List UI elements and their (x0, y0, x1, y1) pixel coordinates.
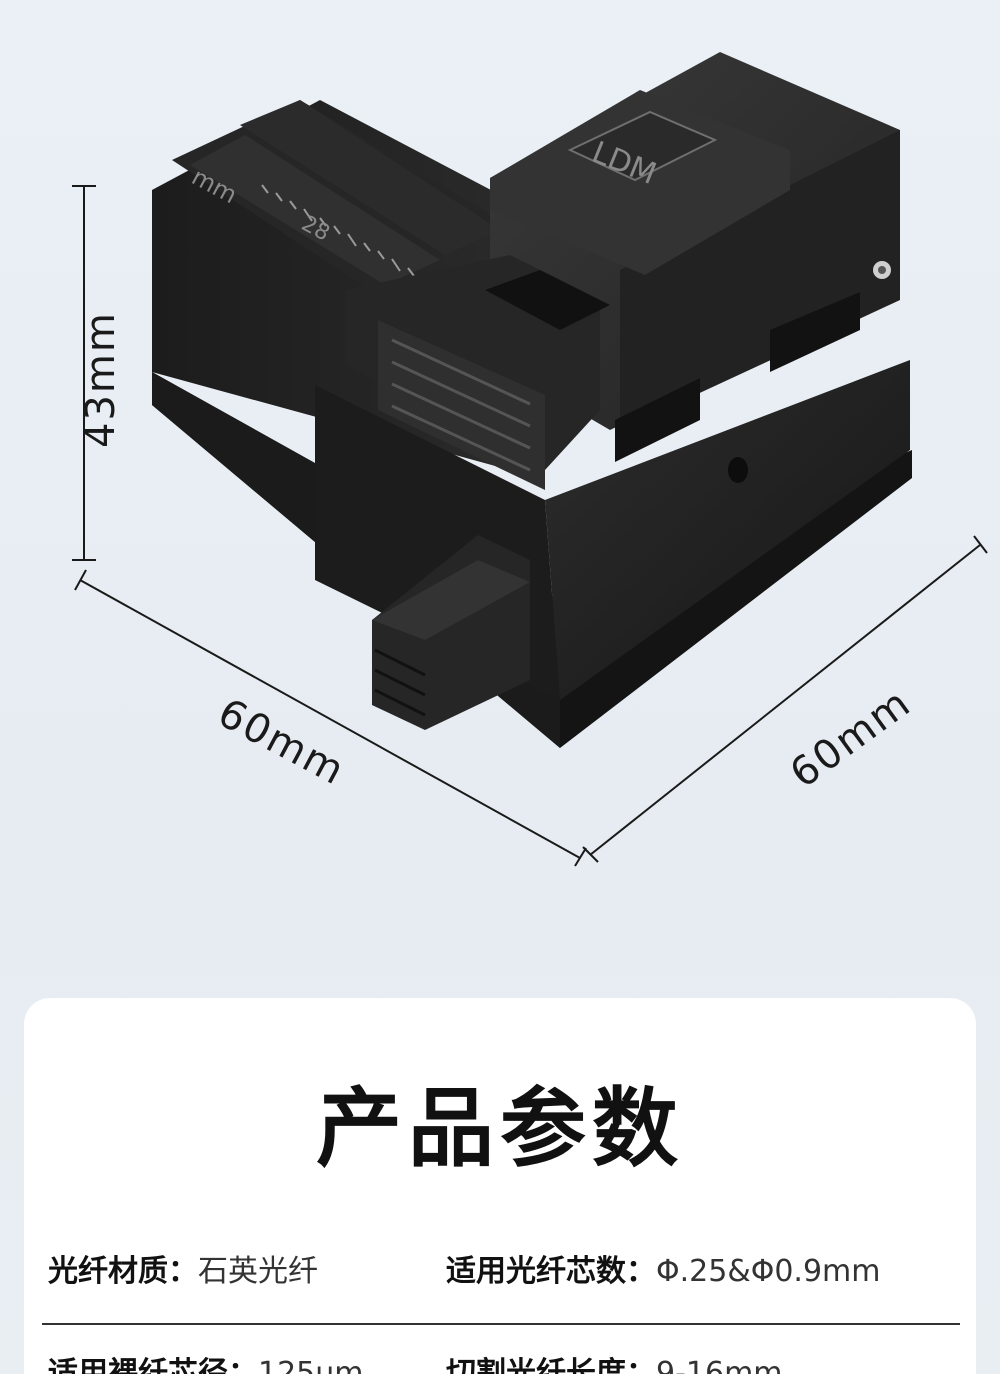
spec-label: 适用光纤芯数： (446, 1254, 656, 1289)
spec-divider (42, 1323, 960, 1325)
cutting-head (345, 255, 610, 490)
spec-fiber-core-count: 适用光纤芯数：Φ.25&Φ0.9mm (446, 1246, 881, 1290)
product-image: mm 28 LDM (72, 52, 988, 867)
fiber-cleaver-illustration: mm 28 LDM (72, 52, 988, 867)
spec-card: 产品参数 光纤材质：石英光纤 适用光纤芯数：Φ.25&Φ0.9mm 适用裸纤芯径… (24, 998, 976, 1374)
ruler-scale (261, 184, 429, 285)
height-dimension-label: 43mm (78, 311, 124, 448)
spec-card-title: 产品参数 (316, 1079, 684, 1179)
spec-row-2: 适用裸纤芯径：125um 切割光纤长度：9-16mm (48, 1348, 960, 1374)
spec-value: 石英光纤 (198, 1254, 318, 1289)
spec-label: 光纤材质： (48, 1254, 198, 1289)
spec-cleave-length: 切割光纤长度：9-16mm (446, 1348, 783, 1374)
spec-label: 切割光纤长度： (446, 1356, 656, 1374)
slide-handle (372, 535, 530, 730)
spec-row-1: 光纤材质：石英光纤 适用光纤芯数：Φ.25&Φ0.9mm (48, 1246, 960, 1306)
spec-label: 适用裸纤芯径： (48, 1356, 258, 1374)
spec-value: 125um (258, 1356, 364, 1374)
spec-fiber-material: 光纤材质：石英光纤 (48, 1246, 318, 1290)
spec-bare-fiber-diameter: 适用裸纤芯径：125um (48, 1348, 364, 1374)
spec-value: 9-16mm (656, 1356, 783, 1374)
dimension-lines (72, 185, 988, 867)
spec-value: Φ.25&Φ0.9mm (656, 1254, 881, 1289)
